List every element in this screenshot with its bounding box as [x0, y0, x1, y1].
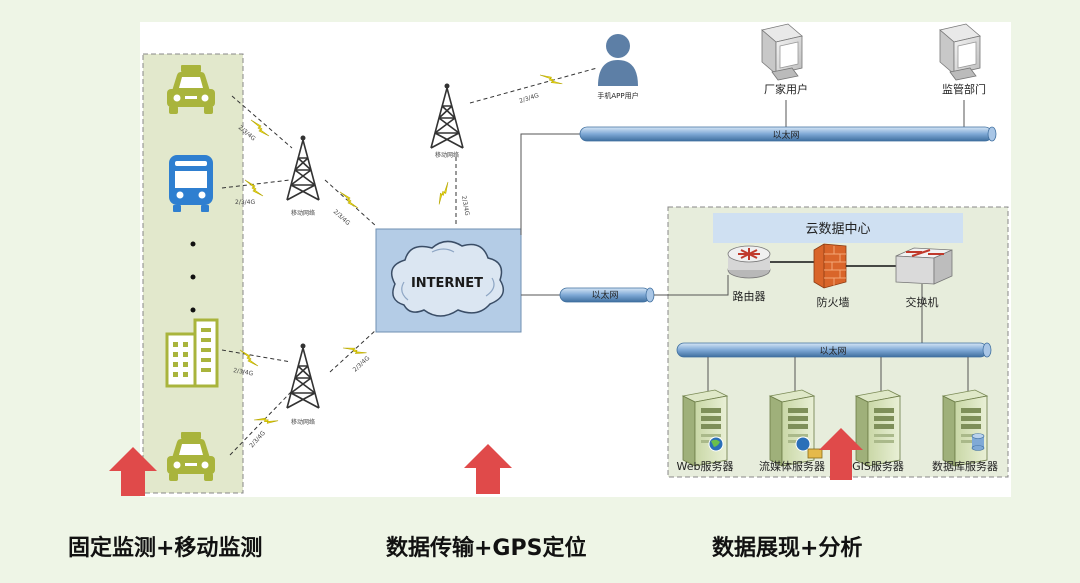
ellipsis-dot: [190, 274, 196, 280]
ethernet-pipe-middle: [559, 287, 655, 303]
terminal-group-panel: [142, 53, 244, 494]
firewall-label: 防火墙: [817, 295, 850, 309]
server-links: [707, 357, 969, 392]
ethernet-pipe-inner: [676, 342, 992, 358]
cloud-icon: [390, 240, 505, 317]
up-arrow-icon: [819, 428, 863, 480]
tower-label: 移动网络: [435, 151, 459, 159]
link-label: 2/3/4G: [235, 199, 255, 206]
ellipsis-dot: [190, 241, 196, 247]
caption-monitoring: 固定监测+移动监测: [68, 536, 263, 561]
database-icon: [971, 433, 985, 451]
up-arrow-icon: [464, 444, 512, 494]
link-label: 2/3/4G: [460, 195, 470, 216]
cloud-dc-title-bar: [713, 213, 963, 243]
tower-label: 移动网络: [291, 418, 315, 426]
wired-links: [520, 100, 965, 296]
globe-icon-land: [711, 439, 720, 447]
caption-transmission: 数据传输+GPS定位: [386, 536, 587, 561]
ethernet-label: 以太网: [819, 345, 846, 357]
ethernet-label: 以太网: [772, 129, 799, 141]
cloud-dc-title: 云数据中心: [805, 222, 870, 237]
media-icon: [807, 448, 823, 459]
server-label: 流媒体服务器: [759, 459, 825, 473]
ethernet-pipe-top: [579, 126, 997, 142]
ethernet-label: 以太网: [591, 289, 618, 301]
link-label: 2/3/4G: [233, 367, 254, 377]
gis-server-icon: [855, 389, 901, 467]
caption-analysis: 数据展现+分析: [712, 536, 863, 561]
wired-link: [654, 275, 729, 296]
server-label: GIS服务器: [852, 460, 904, 473]
internet-label: INTERNET: [411, 276, 483, 291]
firewall-icon: [813, 243, 847, 289]
building-icon: [165, 318, 219, 388]
regulator-label: 监管部门: [942, 82, 986, 96]
globe-icon: [795, 436, 811, 452]
up-arrow-icon: [109, 447, 157, 496]
bus-icon: [169, 155, 213, 212]
user-icon: [598, 34, 638, 86]
server-label: Web服务器: [677, 460, 734, 473]
streaming-server-icon: [769, 389, 815, 467]
up-arrow-icons: [109, 428, 863, 496]
factory-user-label: 厂家用户: [764, 82, 808, 96]
tower-label: 移动网络: [291, 209, 315, 217]
web-server-icon: [682, 389, 728, 467]
ellipsis-dot: [190, 307, 196, 313]
router-label: 路由器: [733, 289, 766, 303]
phone-user-label: 手机APP用户: [597, 91, 638, 100]
database-server-icon: [942, 389, 988, 467]
switch-icon: [895, 247, 953, 285]
router-icon: [727, 245, 771, 279]
server-label: 数据库服务器: [932, 459, 998, 473]
